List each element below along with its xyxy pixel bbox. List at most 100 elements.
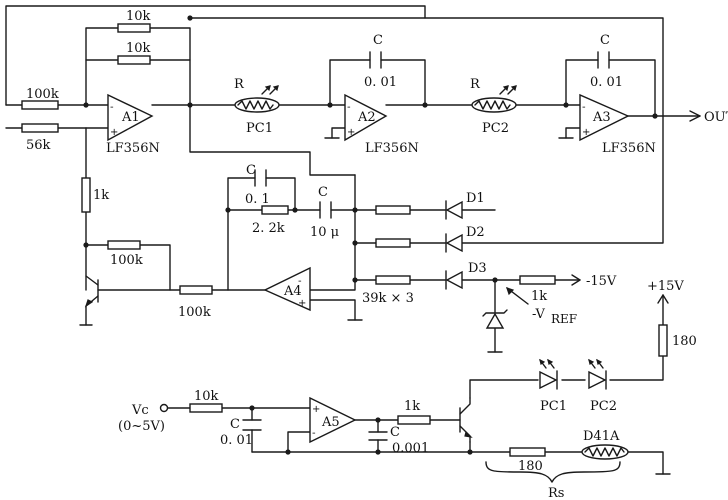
svg-text:+: + [582,127,590,138]
label-pc1: PC1 [246,121,273,136]
grounds [324,137,671,475]
svg-text:+: + [347,127,355,138]
label-a1-name: A1 [121,110,140,125]
resistor-1k-vref [519,275,556,285]
label-d1: D1 [466,191,485,206]
label-vref-sub: REF [551,312,577,326]
svg-text:+: + [298,298,306,309]
label-c-value-a4: 0. 1 [245,192,270,207]
label-d2: D2 [466,225,485,240]
label-r-2k2: 2. 2k [252,221,285,236]
zener-vref [482,309,508,329]
resistor-180-rs [509,447,546,457]
label-a5-name: A5 [321,415,340,430]
resistor-10k-vc [189,403,223,413]
label-c-value-a5in: 0. 01 [220,433,253,448]
label-neg15: -15V [586,274,617,289]
label-vc-range: (0~5V) [118,419,165,434]
photocell-d41a [581,444,629,460]
led-pc2 [588,358,607,390]
resistor-10k-top [117,23,151,33]
resistor-2k2 [261,205,289,215]
svg-text:-: - [110,102,114,113]
diodes [445,200,607,390]
label-r-100k-in: 100k [26,87,59,102]
capacitor-a3 [597,51,610,69]
junctions [83,15,658,455]
label-a4-name: A4 [283,284,302,299]
label-r-1k-left: 1k [93,188,109,203]
resistor-100k-input [21,100,59,110]
opamp-a1 [107,93,154,142]
photocell-pc2 [471,85,517,113]
label-c-value-a3: 0. 01 [590,75,623,90]
label-c-value-10u: 10 μ [310,225,339,240]
resistor-39k-3 [375,275,411,285]
capacitor-a2 [369,51,382,69]
label-r-100k-mid: 100k [110,253,143,268]
label-r-39k: 39k × 3 [362,291,414,306]
resistor-1k-left [81,177,91,213]
label-d41a: D41A [583,429,620,444]
opamp-a3 [579,93,630,142]
label-r-label-1: R [234,77,245,92]
label-r-180-top: 180 [672,334,697,349]
resistor-100k-bottom [179,285,213,295]
label-vref: -V [532,307,545,322]
label-a2-name: A2 [357,110,376,125]
label-a2-part: LF356N [365,141,419,156]
label-led-pc1: PC1 [540,399,567,414]
resistor-100k-mid [107,240,141,250]
label-c-label-a5out: C [390,425,400,440]
op-amps: - + - + - + - + + - [107,93,630,444]
label-r-10k-fb: 10k [126,41,151,56]
opamp-a4 [263,266,311,312]
resistor-39k-1 [375,205,411,215]
photocell-pc1 [234,85,280,113]
opamp-a5 [309,396,357,444]
svg-text:+: + [110,127,118,138]
label-r-100k-bottom: 100k [178,305,211,320]
label-vc: Vc [131,403,149,418]
label-c-label-a3: C [600,33,610,48]
label-c-label-a4: C [246,163,256,178]
svg-text:+: + [312,404,320,415]
diode-d1 [445,200,463,220]
label-pc2: PC2 [482,121,509,136]
label-r-label-2: R [470,77,481,92]
label-rs: Rs [548,486,564,500]
diode-d2 [445,233,463,253]
svg-text:-: - [312,428,316,439]
svg-text:-: - [298,276,302,287]
label-c-label-a2: C [373,33,383,48]
vc-terminal-icon [159,403,169,413]
wires [5,5,701,475]
opamp-a2 [344,93,388,142]
label-led-pc2: PC2 [590,399,617,414]
rs-brace [485,461,621,483]
capacitor-a5-output [368,431,388,441]
label-c-label-a5in: C [230,417,240,432]
label-a1-part: LF356N [106,141,160,156]
resistor-1k-a5 [397,415,431,425]
label-r-10k-top: 10k [126,9,151,24]
label-pos15: +15V [647,279,684,294]
label-d3: D3 [468,261,487,276]
arrows [506,110,701,305]
capacitors [242,51,610,441]
led-pc1 [539,358,558,390]
resistor-39k-2 [375,238,411,248]
label-a3-name: A3 [592,110,611,125]
label-out: OUT [704,110,728,125]
resistor-10k-feedback [117,55,151,65]
resistors [21,23,668,457]
svg-text:-: - [582,102,586,113]
label-c-label-10u: C [318,185,328,200]
label-c-value-a5out: 0.001 [392,441,429,456]
label-a3-part: LF356N [602,141,656,156]
label-r-180-rs: 180 [518,459,543,474]
resistor-180-top [658,324,668,357]
label-r-1k-a5: 1k [404,399,420,414]
label-r-10k-vc: 10k [194,389,219,404]
capacitor-10u [319,201,332,219]
